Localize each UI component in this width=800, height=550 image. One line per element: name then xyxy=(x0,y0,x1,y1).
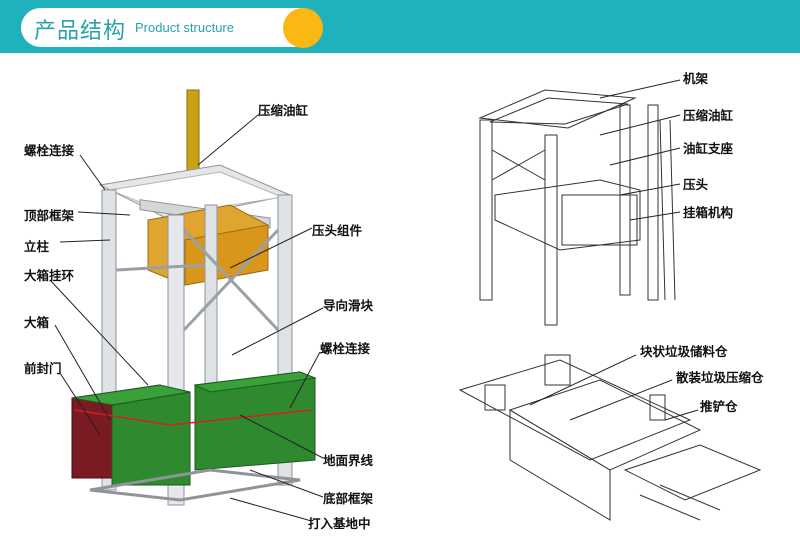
label-bulk-storage-bin: 块状垃圾储料仓 xyxy=(640,344,728,359)
label-column: 立柱 xyxy=(24,239,50,254)
label-compression-cylinder-right: 压缩油缸 xyxy=(683,108,734,123)
label-press-head-assembly: 压头组件 xyxy=(312,223,363,238)
label-bottom-frame: 底部框架 xyxy=(323,491,374,506)
label-cylinder-support: 油缸支座 xyxy=(683,141,734,156)
decorative-dot xyxy=(283,8,323,48)
section-subtitle: Product structure xyxy=(135,20,234,35)
section-title: 产品结构 xyxy=(34,19,127,44)
label-bolt-connection-top: 螺栓连接 xyxy=(24,143,75,158)
label-driven-into-base: 打入基地中 xyxy=(308,516,371,531)
label-loose-compression-bin: 散装垃圾压缩仓 xyxy=(676,370,764,385)
right-bottom-station-illustration xyxy=(458,354,762,521)
right-top-frame-illustration xyxy=(478,79,681,326)
label-ground-line: 地面界线 xyxy=(323,453,374,468)
label-box-hanging-mechanism: 挂箱机构 xyxy=(683,205,734,220)
label-push-shovel-bin: 推铲仓 xyxy=(700,399,738,414)
section-header: 产品结构 Product structure xyxy=(0,0,800,53)
left-compactor-illustration xyxy=(49,89,324,521)
title-pill xyxy=(21,8,321,47)
label-compression-cylinder: 压缩油缸 xyxy=(258,103,309,118)
structure-illustrations xyxy=(49,79,762,521)
label-box-hanging-ring: 大箱挂环 xyxy=(24,268,75,283)
label-bolt-connection-side: 螺栓连接 xyxy=(320,341,371,356)
label-guide-slider: 导向滑块 xyxy=(323,298,374,313)
label-front-door: 前封门 xyxy=(24,361,62,376)
label-press-head: 压头 xyxy=(683,177,709,192)
label-top-frame: 顶部框架 xyxy=(24,208,75,223)
label-frame: 机架 xyxy=(683,71,709,86)
label-large-box: 大箱 xyxy=(24,315,50,330)
